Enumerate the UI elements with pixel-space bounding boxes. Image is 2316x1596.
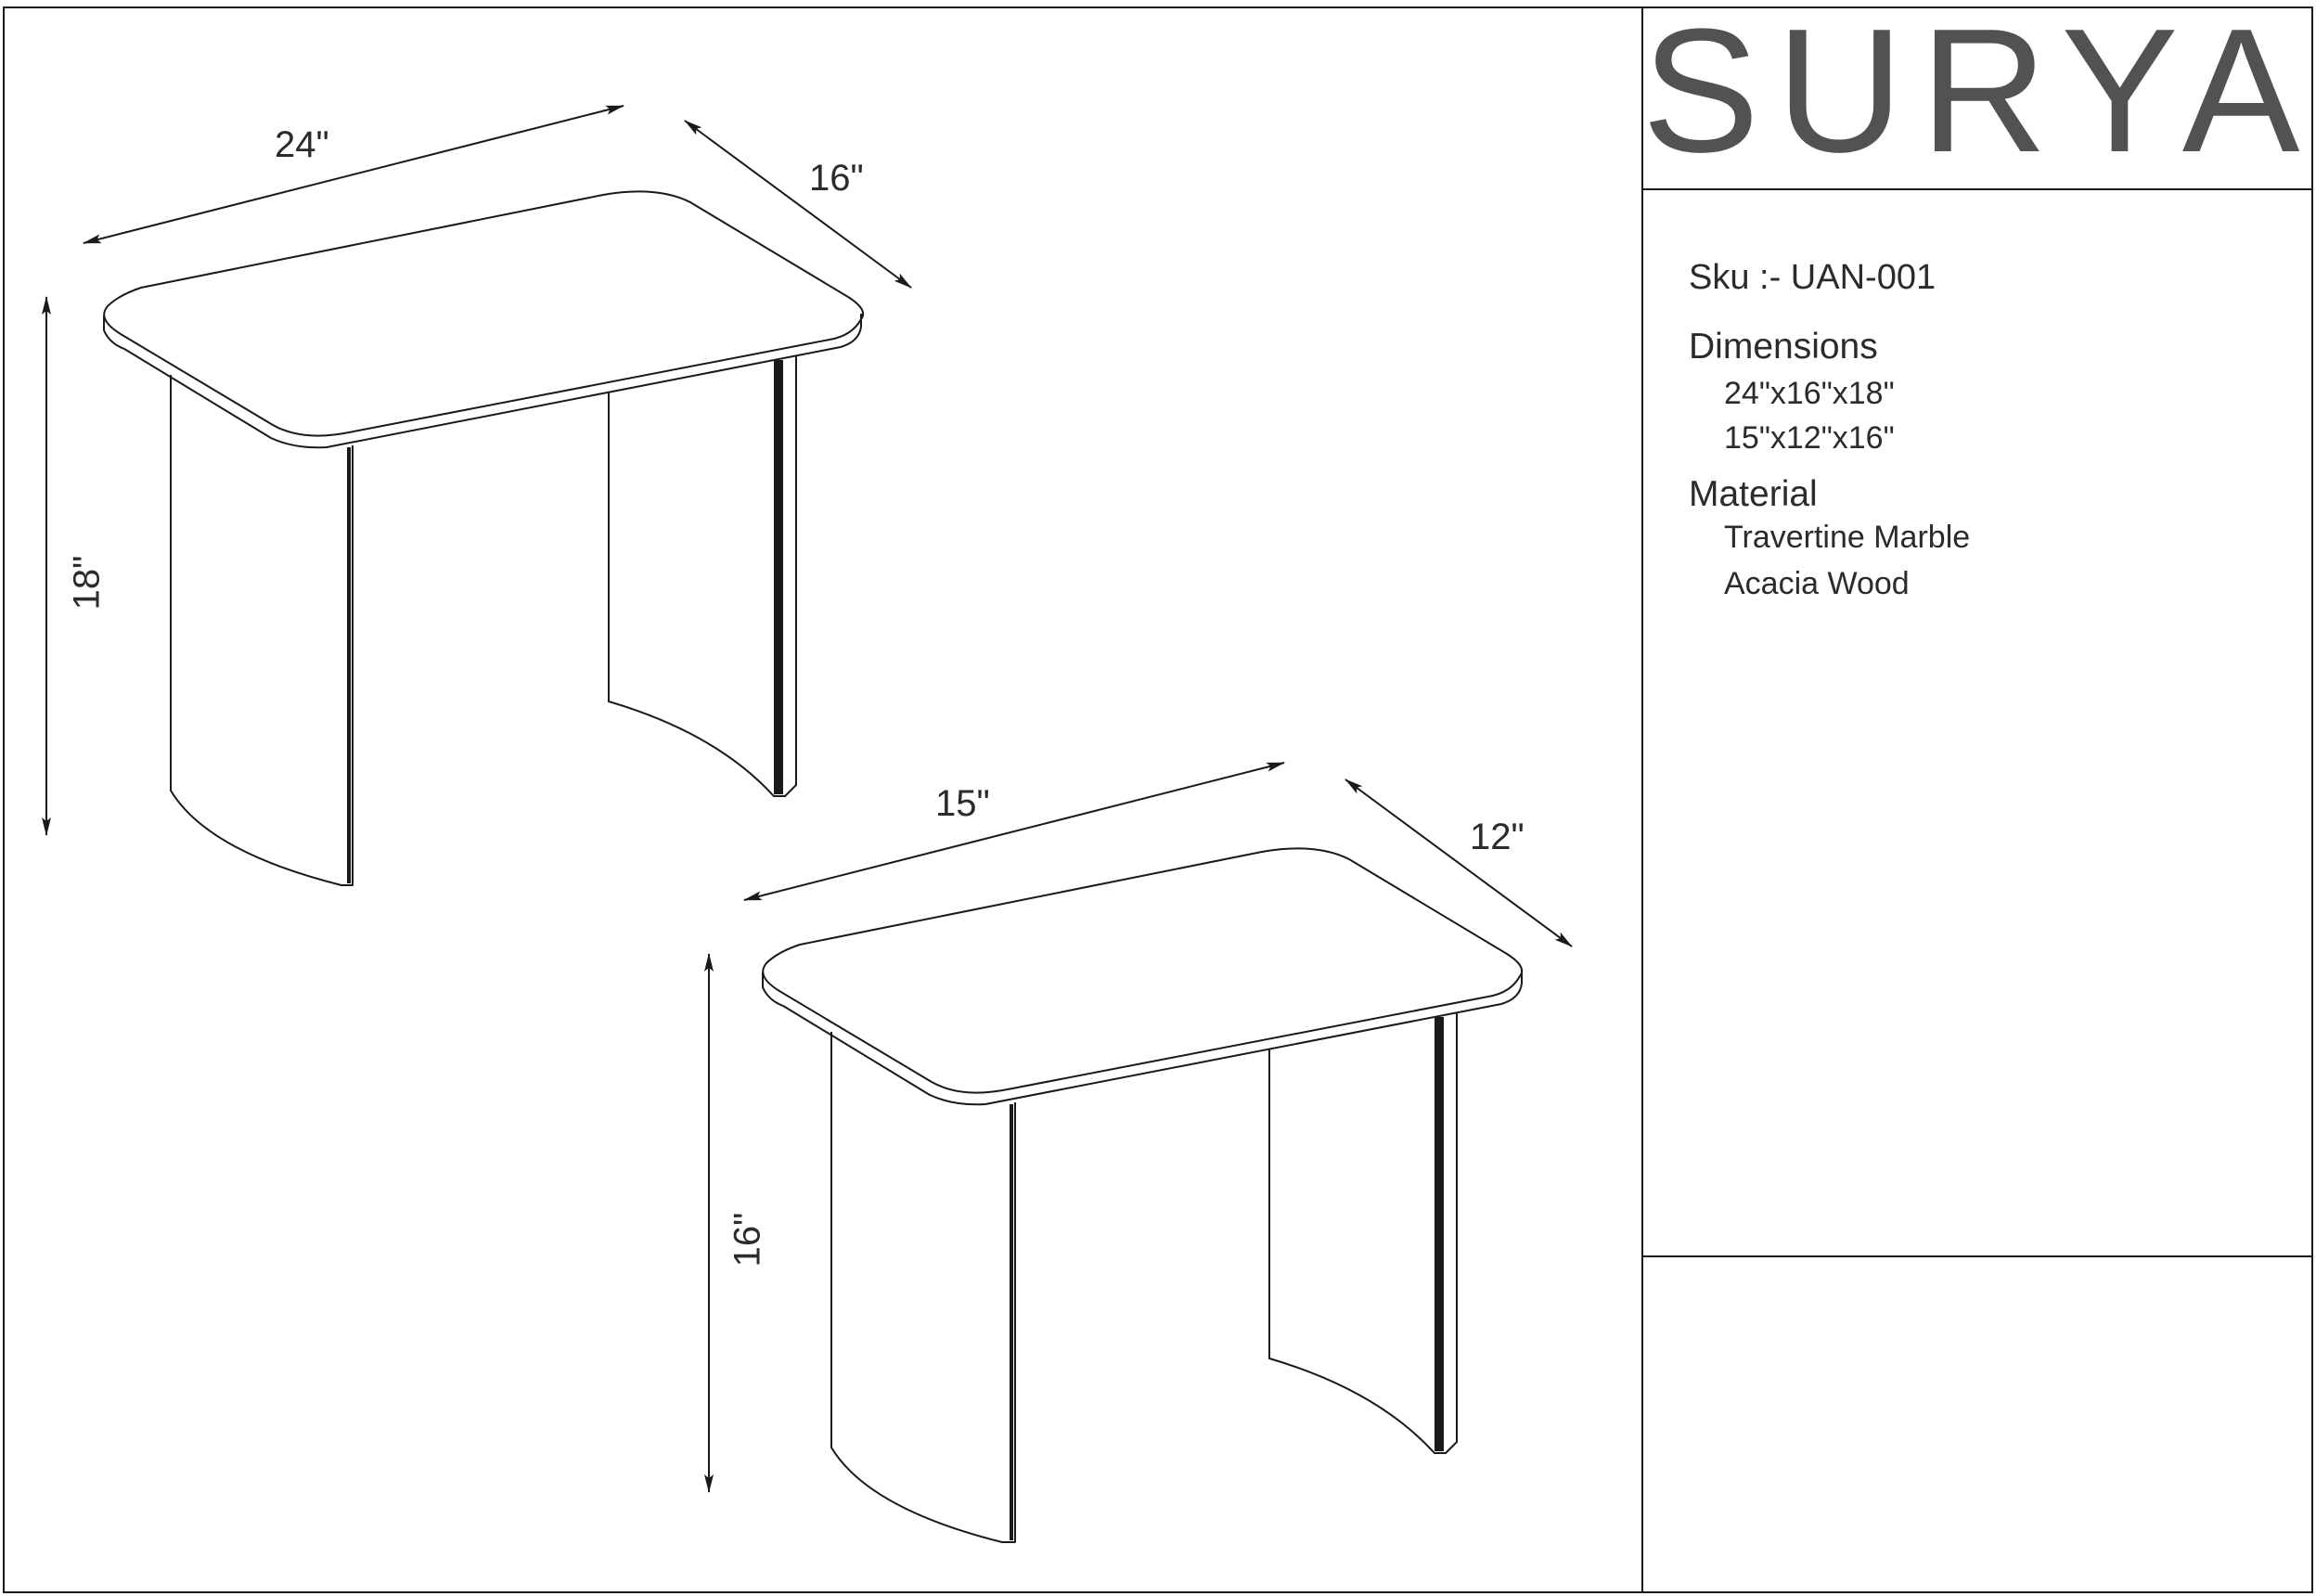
large-table-dimension-lines bbox=[42, 105, 912, 836]
large-table-left-leg bbox=[170, 375, 354, 886]
small-width-label: 15" bbox=[935, 783, 990, 824]
dimension-item: 15"x12"x16" bbox=[1724, 420, 1895, 456]
large-depth-dimension-line bbox=[684, 120, 912, 289]
large-table-right-leg bbox=[608, 356, 797, 797]
small-depth-dimension-line bbox=[1345, 779, 1573, 947]
sku-label: Sku :- UAN-001 bbox=[1689, 258, 1936, 297]
large-table-top bbox=[103, 190, 865, 437]
small-width-dimension-line bbox=[743, 762, 1285, 901]
large-height-label: 18" bbox=[66, 555, 108, 611]
product-info-panel: Sku :- UAN-001 Dimensions 24"x16"x18" 15… bbox=[1689, 260, 2283, 599]
large-width-dimension-line bbox=[83, 105, 624, 244]
small-table-dimension-lines bbox=[704, 762, 1573, 1493]
small-table-right-leg bbox=[1268, 1013, 1458, 1454]
material-item: Travertine Marble bbox=[1724, 520, 1971, 555]
small-height-label: 16" bbox=[727, 1212, 768, 1268]
small-depth-label: 12" bbox=[1470, 817, 1525, 857]
material-item: Acacia Wood bbox=[1724, 566, 1910, 601]
brand-logo: SURYA bbox=[1641, 3, 2316, 186]
dimension-item: 24"x16"x18" bbox=[1724, 376, 1895, 411]
dimensions-heading: Dimensions bbox=[1689, 327, 1878, 367]
small-table-drawing bbox=[762, 847, 1524, 1543]
material-heading: Material bbox=[1689, 474, 1818, 514]
large-width-label: 24" bbox=[275, 124, 329, 165]
large-depth-label: 16" bbox=[809, 158, 864, 199]
small-table-left-leg bbox=[830, 1032, 1016, 1543]
brand-name: SURYA bbox=[1641, 0, 2316, 189]
sheet-frame bbox=[3, 6, 2313, 1593]
large-table-drawing bbox=[103, 190, 865, 886]
small-table-top bbox=[762, 847, 1524, 1094]
